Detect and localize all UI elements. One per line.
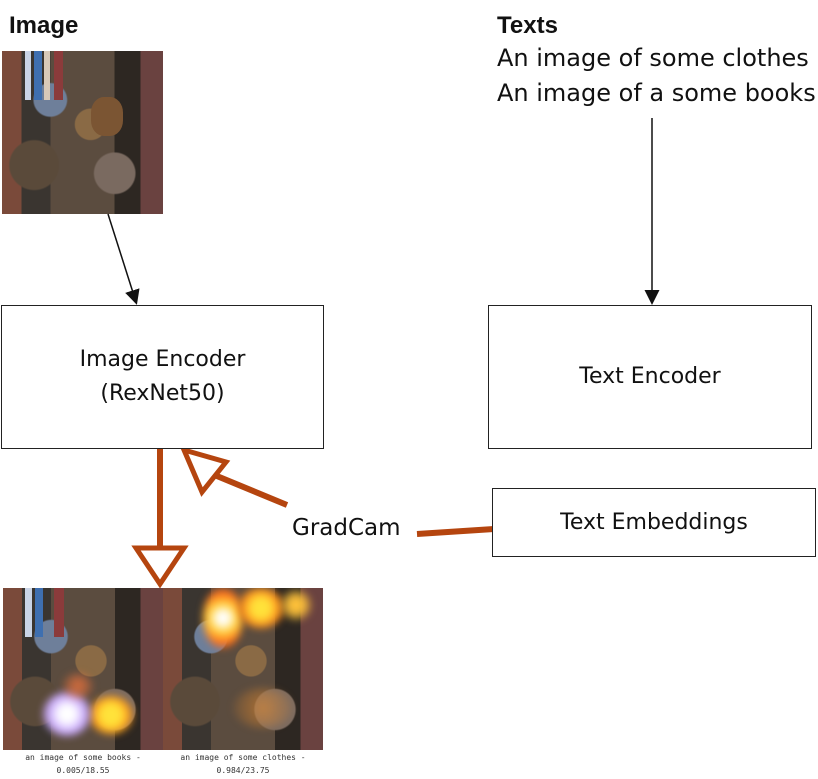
text-embeddings-title: Text Embeddings xyxy=(560,509,748,535)
texts-heading: Texts xyxy=(497,12,558,39)
caption-books-score: 0.005/18.55 xyxy=(56,766,110,775)
text-line-clothes: An image of some clothes xyxy=(497,44,809,72)
down-arrowhead xyxy=(131,545,189,589)
input-photo xyxy=(2,51,163,214)
image-encoder-box: Image Encoder (RexNet50) xyxy=(1,305,324,449)
embeddings-to-gradcam-line xyxy=(416,526,495,537)
image-encoder-model: (RexNet50) xyxy=(100,381,225,406)
caption-clothes: an image of some clothes - 0.984/23.75 xyxy=(163,751,323,777)
caption-clothes-line1: an image of some clothes - xyxy=(180,753,306,762)
image-heading: Image xyxy=(9,12,79,39)
text-line-books: An image of a some books xyxy=(497,79,816,107)
text-embeddings-box: Text Embeddings xyxy=(492,488,816,557)
caption-books-line1: an image of some books - xyxy=(25,753,141,762)
heatmap-books xyxy=(3,588,163,750)
image-encoder-title: Image Encoder xyxy=(79,347,246,372)
caption-clothes-score: 0.984/23.75 xyxy=(216,766,270,775)
image-to-encoder-arrow xyxy=(107,213,140,305)
text-encoder-title: Text Encoder xyxy=(579,364,721,389)
gradcam-arrowhead xyxy=(179,446,231,497)
gradcam-label: GradCam xyxy=(292,515,401,541)
gradcam-to-encoder-arrow xyxy=(210,471,289,508)
caption-books: an image of some books - 0.005/18.55 xyxy=(3,751,163,777)
heatmap-clothes xyxy=(163,588,323,750)
text-encoder-box: Text Encoder xyxy=(488,305,812,449)
